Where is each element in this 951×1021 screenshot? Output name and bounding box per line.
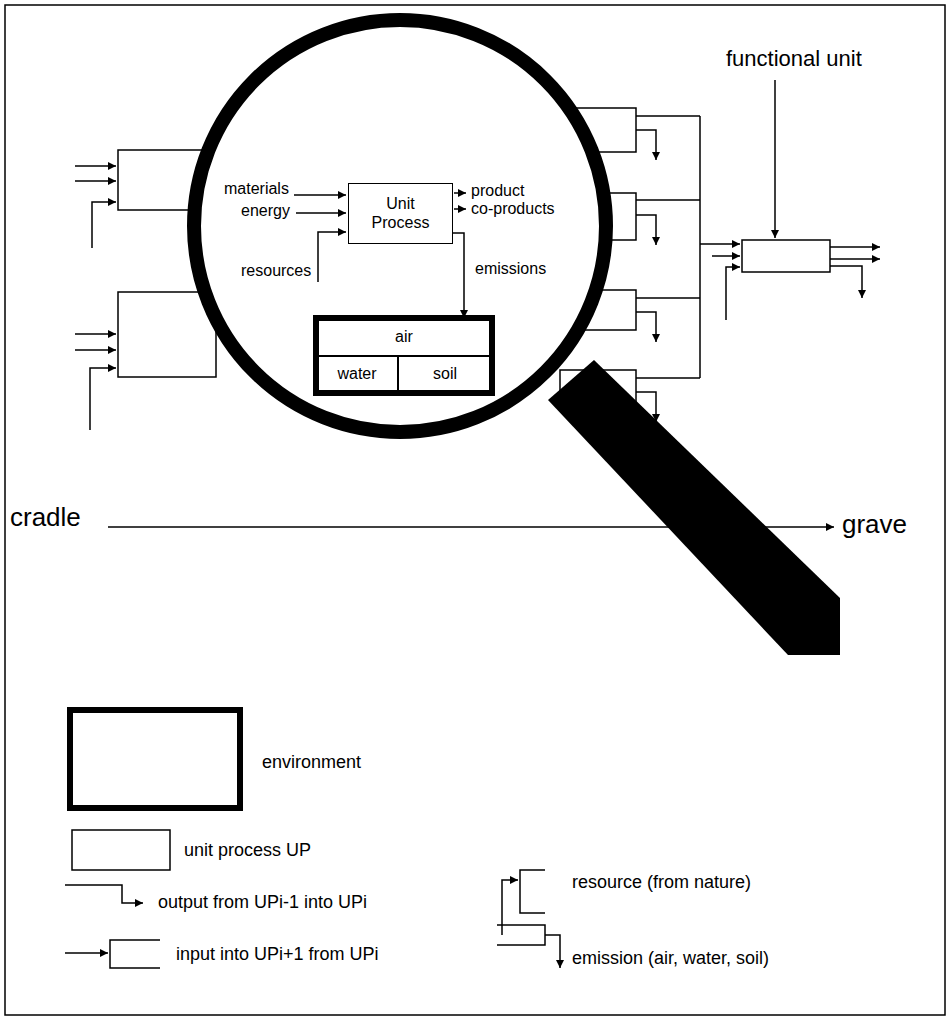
emission-arrow: [636, 312, 656, 342]
legend-samples: [65, 710, 560, 968]
flow-label: resources: [241, 262, 311, 280]
flow-label: co-products: [471, 200, 555, 218]
environment-cell: soil: [398, 356, 492, 393]
legend-text: environment: [262, 752, 361, 773]
flow-label: functional unit: [726, 46, 862, 71]
legend-text: emission (air, water, soil): [572, 948, 769, 969]
emission-sample: [497, 925, 545, 945]
input-arrow: [296, 212, 346, 214]
environment-divider: [316, 355, 492, 357]
flow-label: product: [471, 182, 524, 200]
output-line: [636, 116, 740, 378]
input-arrow: [294, 194, 346, 196]
input-arrow: [75, 349, 116, 351]
resource-arrow: [726, 267, 740, 320]
environment-cell: water: [316, 356, 398, 393]
resource-sample: [520, 870, 545, 913]
flow-label: energy: [241, 202, 290, 220]
resource-arrow: [90, 368, 116, 430]
flow-label: cradle: [10, 503, 81, 533]
environment-sample: [70, 710, 240, 808]
input-arrow: [75, 165, 116, 167]
flow-label: grave: [842, 510, 907, 540]
output-arrow: [830, 258, 880, 260]
flow-label: emissions: [475, 260, 546, 278]
legend-text: unit process UP: [184, 840, 311, 861]
output-arrow: [454, 208, 466, 210]
emission-arrow: [453, 233, 464, 318]
node-text: soil: [433, 365, 457, 383]
flow-label: materials: [224, 180, 289, 198]
input-arrow: [712, 255, 740, 257]
environment-cell: air: [316, 318, 492, 356]
node-text: air: [395, 328, 413, 346]
emission-arrow: [636, 130, 656, 160]
resource-sample: [502, 880, 518, 935]
unit-process-box: [742, 240, 830, 272]
input-arrow: [75, 333, 116, 335]
output-arrow: [454, 192, 466, 194]
functional-unit-arrow: [774, 80, 776, 238]
legend-text: output from UPi-1 into UPi: [158, 892, 367, 913]
environment-divider: [397, 356, 399, 393]
legend-text: input into UPi+1 from UPi: [176, 944, 379, 965]
node-text: Unit Process: [370, 195, 432, 232]
emission-sample: [545, 935, 560, 968]
emission-arrow: [830, 266, 862, 298]
output-sample: [65, 885, 143, 903]
resource-arrow: [318, 232, 346, 282]
environment-box: [316, 318, 492, 393]
input-sample: [65, 952, 108, 954]
legend-text: resource (from nature): [572, 872, 751, 893]
magnifier-handle: [548, 360, 840, 655]
input-arrow: [75, 180, 116, 182]
node-text: water: [337, 365, 376, 383]
emission-arrow: [636, 215, 656, 245]
process-box: Unit Process: [348, 183, 453, 244]
unit-process-sample: [72, 830, 170, 870]
unit-process-detail: [294, 193, 492, 393]
unit-process-box: [118, 292, 216, 377]
output-arrow: [830, 246, 880, 248]
frame: [5, 5, 945, 1015]
magnifier-lens: [194, 20, 606, 432]
resource-arrow: [92, 202, 116, 248]
input-sample: [110, 940, 160, 968]
